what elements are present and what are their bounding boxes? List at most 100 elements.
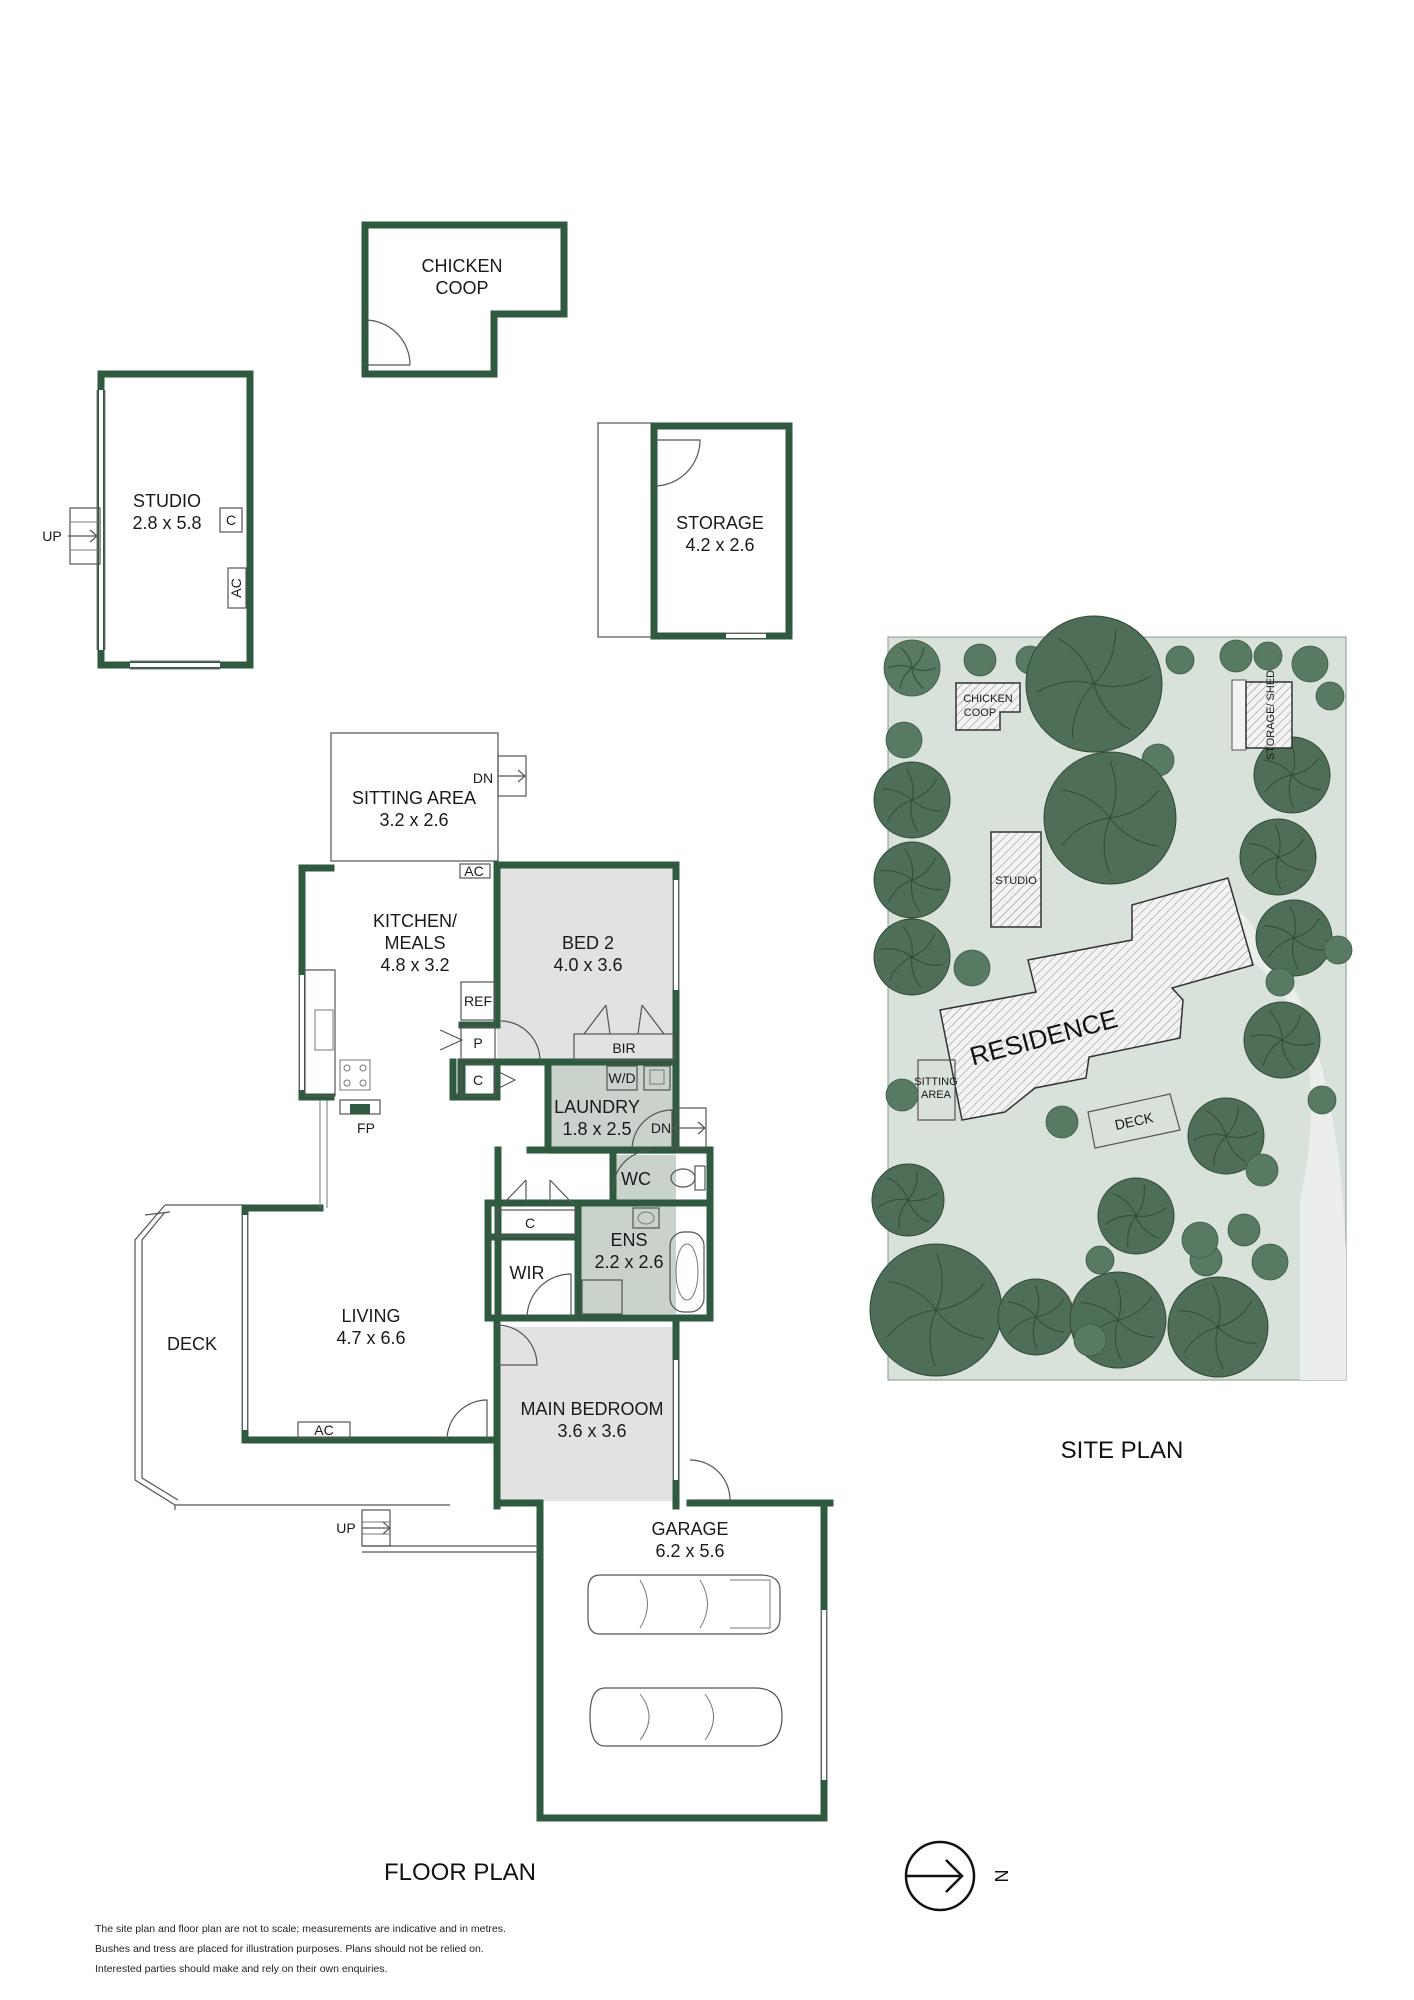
bed2-fixtures: BIR BED 2 4.0 x 3.6 (500, 933, 675, 1061)
disclaimer: The site plan and floor plan are not to … (95, 1923, 506, 1975)
site-sitting-label-1: SITTING (914, 1076, 957, 1088)
compass-north-label: N (991, 1870, 1011, 1883)
studio-up-label: UP (42, 528, 61, 544)
tree-icon (873, 761, 951, 839)
deck-up-label: UP (336, 1520, 355, 1536)
main-house-walls (241, 861, 834, 1822)
car-1-icon (587, 1574, 781, 1635)
wir-fixtures: C WIR (496, 1209, 576, 1319)
tree-icon (953, 949, 991, 987)
floor-plan-title: FLOOR PLAN (384, 1859, 536, 1886)
storage-size: 4.2 x 2.6 (685, 535, 754, 555)
tree-icon (869, 1243, 1003, 1377)
tree-icon (1043, 751, 1177, 885)
tree-icon (1323, 935, 1353, 965)
windows (241, 880, 828, 1780)
car-2-icon (589, 1687, 783, 1747)
kitchen-cupboard-label: C (473, 1072, 483, 1088)
studio-size: 2.8 x 5.8 (132, 513, 201, 533)
tree-icon (1097, 1177, 1175, 1255)
garage-size: 6.2 x 5.6 (655, 1541, 724, 1561)
site-studio: STUDIO (990, 831, 1042, 928)
floor-plan: CHICKEN COOP UP C AC STUDIO 2.8 x 5.8 (42, 221, 834, 1886)
compass: N (904, 1840, 1011, 1912)
site-chicken-coop-label-2: COOP (964, 707, 996, 719)
tree-icon (1187, 1097, 1265, 1175)
tree-icon (883, 639, 941, 697)
wir-cupboard-label: C (525, 1215, 535, 1231)
disclaimer-line-2: Bushes and tress are placed for illustra… (95, 1943, 484, 1955)
wc-fixtures: WC (612, 1149, 706, 1191)
wir-label: WIR (510, 1263, 545, 1283)
ens-fixtures: ENS 2.2 x 2.6 (503, 1179, 705, 1315)
studio-cupboard-label: C (226, 512, 236, 528)
main-bedroom: MAIN BEDROOM 3.6 x 3.6 (496, 1324, 731, 1501)
tree-icon (1165, 645, 1195, 675)
wc-label: WC (621, 1169, 651, 1189)
disclaimer-line-1: The site plan and floor plan are not to … (95, 1923, 506, 1935)
living-label: LIVING (341, 1306, 400, 1326)
site-studio-label: STUDIO (995, 875, 1037, 887)
storage-label: STORAGE (676, 513, 764, 533)
bed2-label: BED 2 (562, 933, 614, 953)
tree-icon (1227, 1213, 1261, 1247)
tree-icon (1073, 1323, 1107, 1357)
laundry-dn-label: DN (651, 1120, 671, 1136)
tree-icon (1291, 645, 1329, 683)
kitchen-ac-label: AC (464, 863, 483, 879)
living-size: 4.7 x 6.6 (336, 1328, 405, 1348)
disclaimer-line-3: Interested parties should make and rely … (95, 1963, 387, 1975)
studio-outbuilding: UP C AC STUDIO 2.8 x 5.8 (42, 370, 254, 670)
sitting-area-size: 3.2 x 2.6 (379, 810, 448, 830)
main-bedroom-label: MAIN BEDROOM (520, 1399, 663, 1419)
bed2-floor (497, 865, 676, 1062)
kitchen-label-1: KITCHEN/ (373, 911, 457, 931)
tree-icon (1243, 1001, 1321, 1079)
tree-icon (885, 721, 923, 759)
site-sitting-label-2: AREA (921, 1089, 952, 1101)
laundry-fixtures: W/D DN LAUNDRY 1.8 x 2.5 (554, 1065, 707, 1151)
tree-icon (1251, 1243, 1289, 1281)
site-residence: DECK SITTING AREA RESIDENCE (914, 877, 1254, 1149)
site-plan-title: SITE PLAN (1061, 1437, 1184, 1464)
tree-icon (1219, 639, 1253, 673)
garage: GARAGE 6.2 x 5.6 (587, 1519, 783, 1747)
tree-icon (1265, 967, 1295, 997)
kitchen-fixtures: AC REF P C FP KITCHEN/ MEALS 4.8 x 3.2 (304, 863, 517, 1136)
site-storage-label: STORAGE/ SHED (1265, 670, 1277, 760)
main-bedroom-size: 3.6 x 3.6 (557, 1421, 626, 1441)
tree-icon (873, 841, 951, 919)
tree-icon (1315, 681, 1345, 711)
tree-icon (1085, 1245, 1115, 1275)
ens-floor (578, 1203, 676, 1314)
kitchen-label-2: MEALS (384, 933, 445, 953)
tree-icon (1255, 899, 1333, 977)
ref-label: REF (464, 993, 492, 1009)
compass-arrow-icon (906, 1859, 964, 1893)
tree-icon (1253, 641, 1283, 671)
tree-icon (1307, 1085, 1337, 1115)
site-storage-shed: STORAGE/ SHED (1231, 670, 1293, 760)
tree-icon (871, 1163, 945, 1237)
tree-icon (1181, 1221, 1219, 1259)
sitting-area: DN SITTING AREA 3.2 x 2.6 (330, 732, 527, 862)
pantry-label: P (473, 1035, 482, 1051)
storage-outbuilding: STORAGE 4.2 x 2.6 (597, 422, 793, 640)
deck-label: DECK (167, 1334, 217, 1354)
living-ac-label: AC (314, 1422, 333, 1438)
chicken-coop-label-1: CHICKEN (421, 256, 502, 276)
main-bedroom-floor (497, 1327, 676, 1501)
tree-icon (1167, 1276, 1269, 1378)
tree-icon (963, 643, 997, 677)
tree-icon (1245, 1153, 1279, 1187)
garage-label: GARAGE (651, 1519, 728, 1539)
site-plan: CHICKEN COOP STORAGE/ SHED STUDIO DECK S… (869, 615, 1353, 1464)
chicken-coop-label-2: COOP (435, 278, 488, 298)
tree-icon (1025, 615, 1163, 753)
tree-icon (997, 1278, 1075, 1356)
laundry-size: 1.8 x 2.5 (562, 1119, 631, 1139)
tree-icon (885, 1078, 919, 1112)
laundry-floor (548, 1064, 676, 1154)
bed2-size: 4.0 x 3.6 (553, 955, 622, 975)
